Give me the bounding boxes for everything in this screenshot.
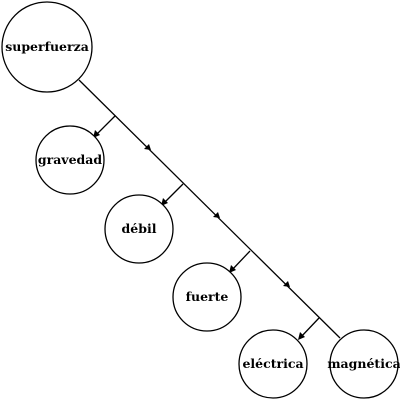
trunk-arrow-2: [213, 212, 220, 218]
node-gravedad-label: gravedad: [38, 152, 102, 167]
node-electrica-label: eléctrica: [242, 356, 303, 371]
trunk-arrow-3: [283, 281, 290, 287]
trunk-line: [78, 79, 341, 339]
node-debil: débil: [104, 194, 174, 264]
node-magnetica-label: magnética: [327, 356, 400, 371]
node-gravedad: gravedad: [35, 125, 105, 195]
node-fuerte-label: fuerte: [186, 289, 229, 304]
node-fuerte: fuerte: [172, 262, 242, 332]
node-magnetica: magnética: [327, 329, 400, 399]
branch-fuerte: [230, 250, 251, 272]
node-superfuerza: superfuerza: [1, 1, 93, 93]
branch-electrica: [299, 317, 320, 339]
branch-debil: [162, 183, 184, 205]
node-electrica: eléctrica: [238, 329, 308, 399]
node-debil-label: débil: [122, 221, 157, 236]
branch-gravedad: [94, 115, 116, 137]
branch-electrica-arrow: [298, 332, 305, 340]
node-superfuerza-label: superfuerza: [5, 39, 89, 54]
branch-fuerte-arrow: [229, 265, 236, 273]
trunk-arrow-1: [144, 144, 151, 150]
